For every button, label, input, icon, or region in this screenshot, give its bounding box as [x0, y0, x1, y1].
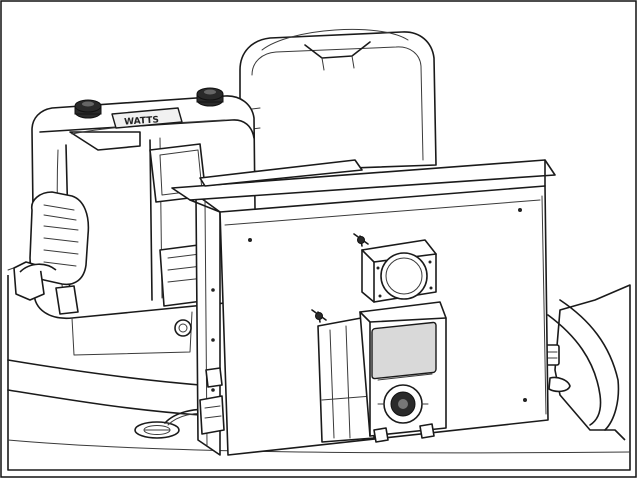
- wing-screw-icon: [353, 233, 369, 247]
- drain-fitting: [134, 408, 211, 439]
- wing-screw-icon: [311, 309, 327, 323]
- fill-cap-left: [74, 99, 102, 119]
- gauge-housing: [361, 239, 437, 303]
- side-connector: [544, 344, 571, 393]
- gauge-icon: [380, 252, 428, 300]
- canister-tank: [239, 28, 437, 173]
- display-screen: [371, 321, 437, 380]
- fill-cap-right: [196, 87, 224, 107]
- tank-brand-label: WATTS: [124, 115, 159, 127]
- control-unit: [317, 301, 447, 443]
